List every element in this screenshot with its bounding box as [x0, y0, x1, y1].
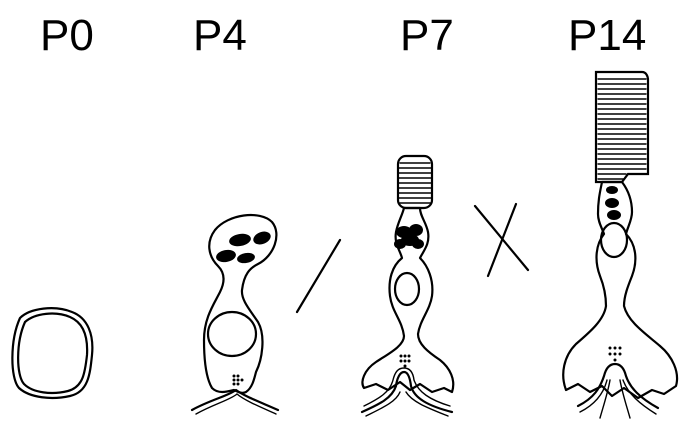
- p7-outer-segment: [398, 156, 432, 208]
- p14-cell: [563, 72, 677, 418]
- p7-nucleus: [395, 273, 419, 305]
- p0-cell: [12, 308, 92, 398]
- stage-divider-x: [475, 204, 528, 276]
- p4-nucleus: [208, 312, 256, 356]
- stage-divider-slash: [297, 240, 340, 312]
- p4-mitochondrion: [228, 232, 252, 248]
- p7-cell: [362, 156, 453, 416]
- p4-cell: [192, 215, 278, 414]
- p14-nucleus: [601, 223, 627, 257]
